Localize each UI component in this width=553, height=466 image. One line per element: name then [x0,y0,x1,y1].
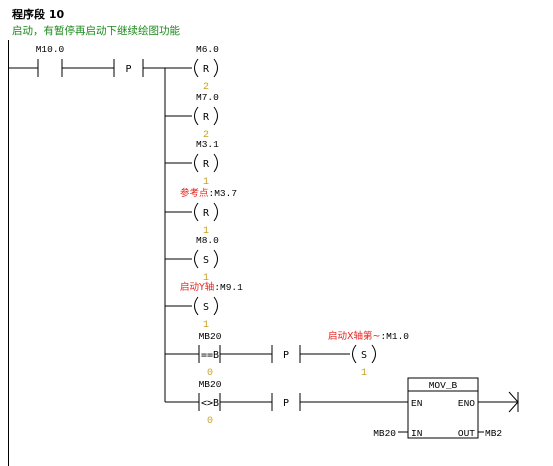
compare-ne-address: MB20 [199,379,222,390]
mov-b-eno-label: ENO [458,398,475,409]
coil-0-left-paren [194,58,199,78]
coil-4-left-paren [194,249,199,269]
coil-5-right-paren [213,296,218,316]
coil-2-op: R [203,159,210,170]
coil-1-count: 2 [203,130,209,141]
mov-b-in-operand: MB20 [373,428,396,439]
contact-address: M10.0 [36,44,65,55]
coil-3-op: R [203,208,210,219]
coil-2-count: 1 [203,177,209,188]
coil-1-right-paren [213,106,218,126]
mov-b-in-label: IN [411,428,422,439]
symbolic-name: 启动X轴第~ [328,330,380,342]
compare-eq-coil-op: S [361,350,367,361]
coil-4-right-paren [213,249,218,269]
mov-b-title: MOV_B [429,380,458,391]
network-comment: 启动，有暂停再启动下继续绘图功能 [12,24,180,37]
edge-p-3-label: P [283,398,289,409]
compare-ne-op: <>B [201,398,219,409]
compare-eq-coil-address: 启动X轴第~:M1.0 [328,330,409,342]
address: M8.0 [196,235,219,246]
coil-3-left-paren [194,202,199,222]
coil-0-count: 2 [203,82,209,93]
network-title: 程序段 10 [12,7,64,21]
coil-1-op: R [203,112,210,123]
coil-4-count: 1 [203,273,209,284]
coil-1-address: M7.0 [196,92,219,103]
coil-4-address: M8.0 [196,235,219,246]
address: :M3.7 [209,188,238,199]
coil-0-op: R [203,64,210,75]
mov-b-out-operand: MB2 [485,428,502,439]
rung-elements: M10.0PM6.0R2M7.0R2M3.1R1参考点:M3.7R1M8.0S1… [9,44,519,439]
mov-b-out-label: OUT [458,428,475,439]
coil-0-address: M6.0 [196,44,219,55]
coil-4-op: S [203,255,209,266]
coil-3-right-paren [213,202,218,222]
coil-0-right-paren [213,58,218,78]
compare-eq-op: ==B [201,350,219,361]
coil-5-address: 启动Y轴:M9.1 [180,281,243,293]
symbolic-name: 启动Y轴 [180,281,214,293]
compare-ne-constant: 0 [207,416,213,427]
mov-b-en-label: EN [411,398,422,409]
compare-eq-coil-left-paren [352,344,357,364]
coil-5-left-paren [194,296,199,316]
coil-2-right-paren [213,153,218,173]
address: M7.0 [196,92,219,103]
compare-eq-coil-right-paren [371,344,376,364]
address: M6.0 [196,44,219,55]
coil-1-left-paren [194,106,199,126]
compare-eq-address: MB20 [199,331,222,342]
coil-3-count: 1 [203,226,209,237]
address: M3.1 [196,139,219,150]
edge-p-2-label: P [283,350,289,361]
coil-5-op: S [203,302,209,313]
mov-b-block [407,377,479,439]
address: :M1.0 [380,331,409,342]
coil-2-address: M3.1 [196,139,219,150]
coil-5-count: 1 [203,320,209,331]
symbolic-name: 参考点 [180,187,209,199]
compare-eq-constant: 0 [207,368,213,379]
compare-eq-coil-count: 1 [361,368,367,379]
edge-p-1-label: P [125,64,131,75]
coil-3-address: 参考点:M3.7 [180,187,237,199]
address: :M9.1 [214,282,243,293]
coil-2-left-paren [194,153,199,173]
